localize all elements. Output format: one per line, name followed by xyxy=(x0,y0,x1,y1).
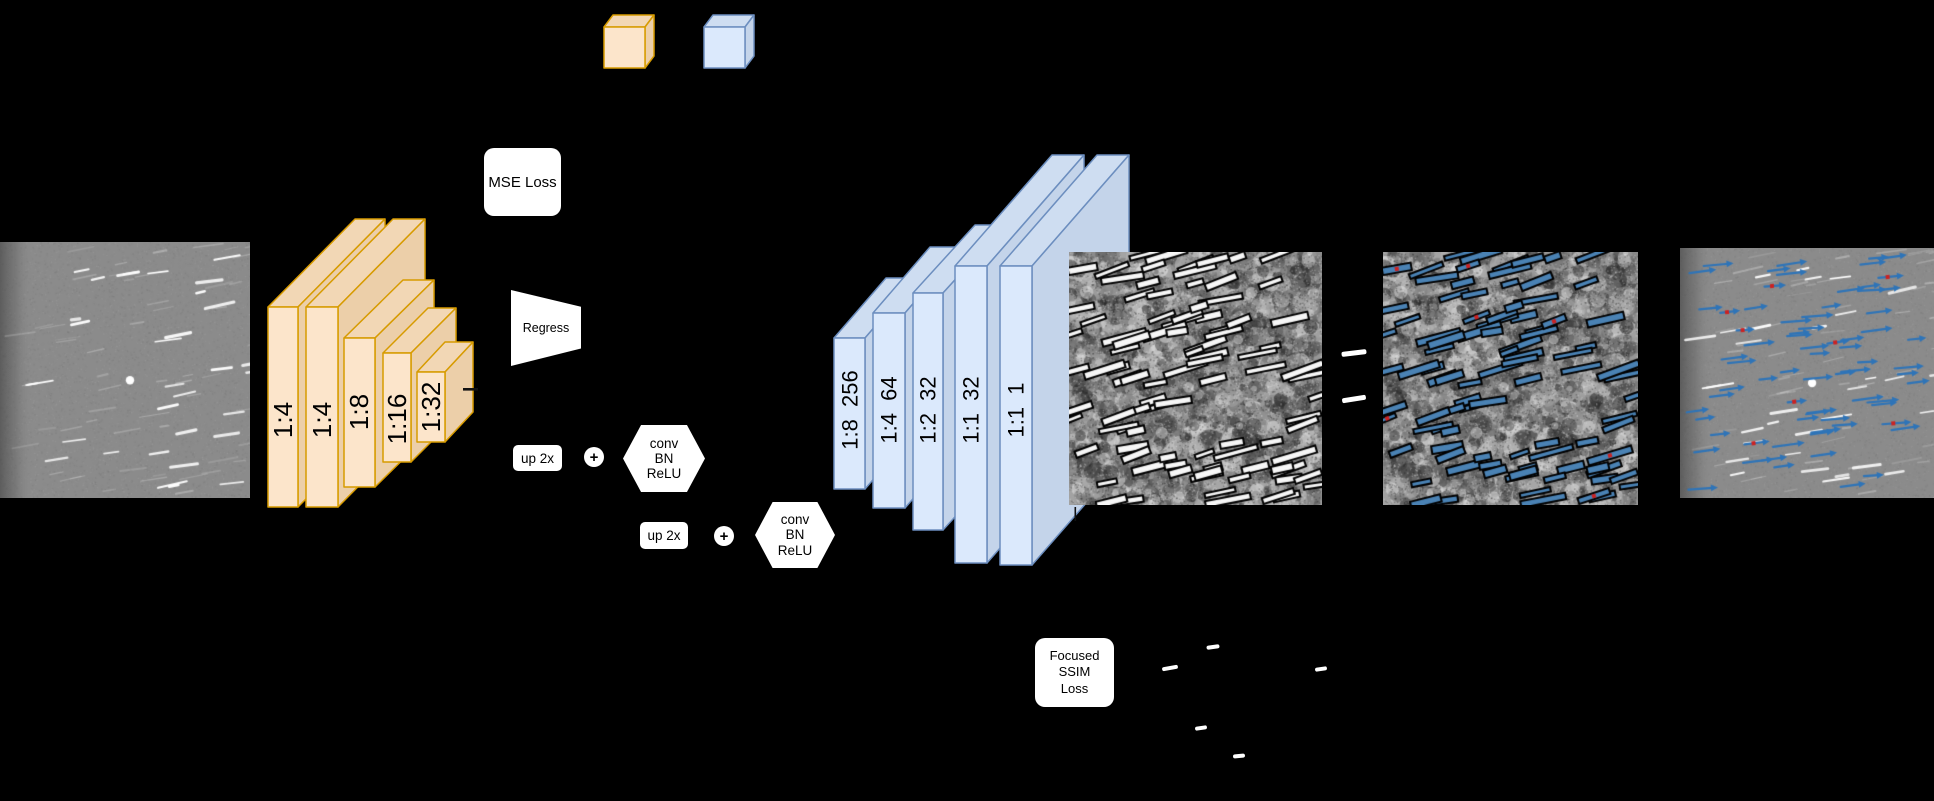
mask-streak xyxy=(1162,664,1178,672)
encoder-layer-label: 1:32 xyxy=(416,382,446,433)
encoder-layer-label: 1:8 xyxy=(344,394,374,430)
upsample-block: up 2x xyxy=(513,445,562,471)
decoder-layer-label: 1:8 256 xyxy=(838,370,863,450)
encoder-layer-label: 1:4 xyxy=(307,402,337,438)
encoder-blocks xyxy=(267,218,474,508)
conv-label: conv xyxy=(780,512,810,528)
decoder-layer-label: 1:1 32 xyxy=(959,376,984,443)
mask-streak xyxy=(1342,394,1366,404)
encoder-layer-label: 1:4 xyxy=(268,402,298,438)
mask-streak xyxy=(1206,644,1220,650)
add-icon: + xyxy=(714,526,734,546)
prediction-image xyxy=(1069,252,1322,505)
conv-label: conv xyxy=(649,435,679,451)
legend-cubes xyxy=(603,14,755,69)
bn-label: BN xyxy=(785,527,805,543)
decoder-layer-label: 1:2 32 xyxy=(916,376,941,443)
decoder-layer-label: 1:1 1 xyxy=(1004,382,1029,437)
mask-streak xyxy=(1195,725,1207,731)
add-icon: + xyxy=(584,447,604,467)
encoder-layer-label: 1:16 xyxy=(382,394,412,445)
ssim-line: Focused xyxy=(1049,648,1100,664)
connector-tick xyxy=(1074,507,1077,521)
ssim-line: Loss xyxy=(1060,680,1089,696)
relu-label: ReLU xyxy=(777,542,813,558)
conv-bn-relu-block: conv BN ReLU xyxy=(755,502,835,568)
connector-tick xyxy=(463,388,478,391)
layer-labels: 1:4 1:4 1:8 1:16 1:32 1:8 256 1:4 64 1:2… xyxy=(268,370,1029,450)
conv-bn-relu-block: conv BN ReLU xyxy=(623,425,705,492)
focused-ssim-loss-box: Focused SSIM Loss xyxy=(1035,638,1114,707)
ssim-line: SSIM xyxy=(1058,664,1091,680)
mask-streak xyxy=(1233,753,1245,759)
detection-image xyxy=(1383,252,1638,505)
upsample-block: up 2x xyxy=(640,522,688,549)
mask-streak xyxy=(1341,349,1367,357)
mse-loss-box: MSE Loss xyxy=(484,148,561,216)
output-image xyxy=(1680,248,1934,498)
mask-streak xyxy=(1315,666,1327,672)
decoder-layer-label: 1:4 64 xyxy=(877,376,902,443)
streak-marks xyxy=(463,349,1367,759)
relu-label: ReLU xyxy=(646,466,682,482)
bn-label: BN xyxy=(654,450,674,466)
input-image xyxy=(0,242,250,498)
